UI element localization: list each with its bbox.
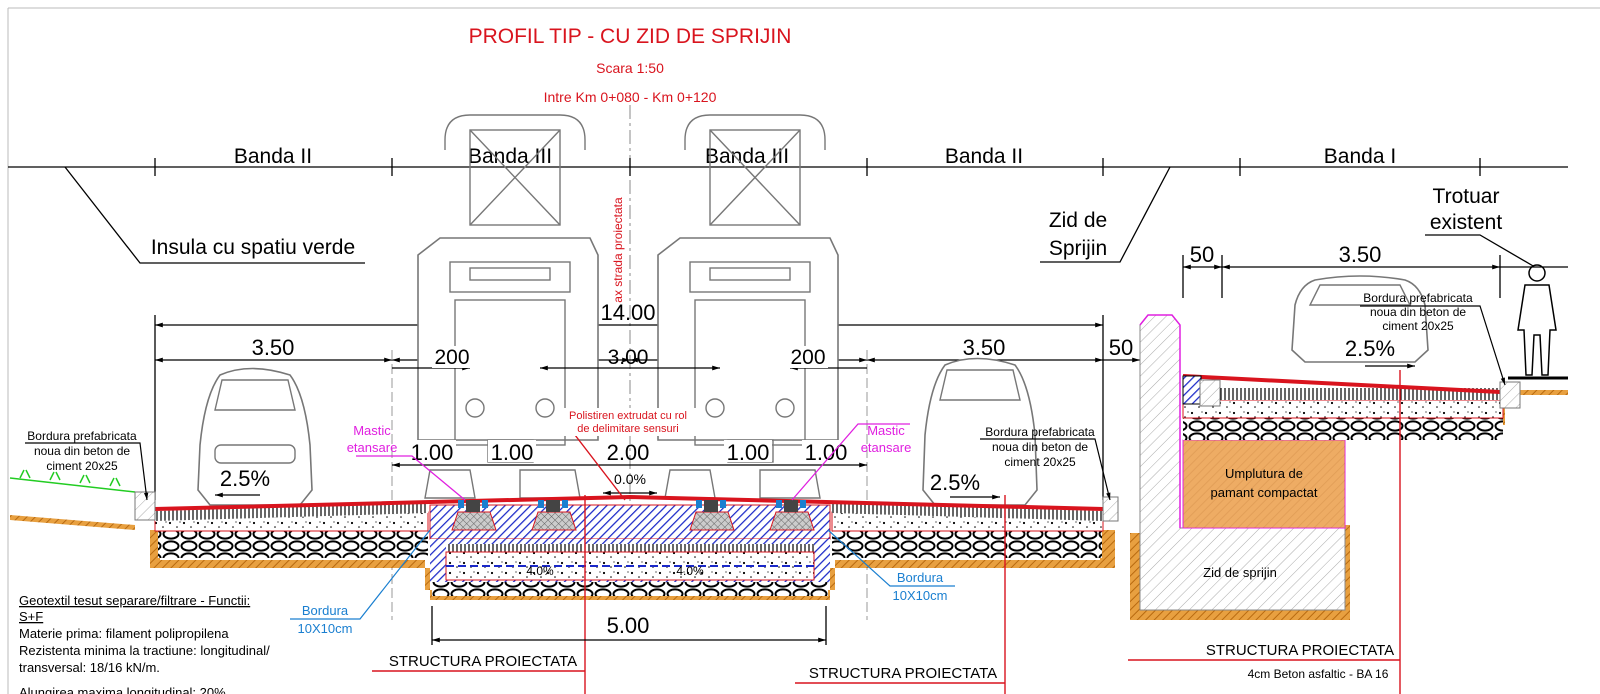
mastic-label: Mastic xyxy=(867,423,905,438)
geotextile-notes: Geotextil tesut separare/filtrare - Func… xyxy=(19,593,270,694)
rail-side-value: 1.00 xyxy=(491,440,534,465)
bordura-label: Bordura prefabricata xyxy=(1363,291,1473,305)
pedestrian-figure xyxy=(1508,264,1568,380)
structure-leaders xyxy=(372,370,1401,694)
retaining-wall-label: Zid de sprijin xyxy=(1203,565,1277,580)
bordura-label: noua din beton de xyxy=(992,440,1088,454)
sidewalk-label: existent xyxy=(1430,211,1503,234)
bordura-label: Bordura prefabricata xyxy=(985,425,1095,439)
fill-label: pamant compactat xyxy=(1211,485,1318,500)
bordura-label: ciment 20x25 xyxy=(1382,319,1454,333)
rail-side-value: 1.00 xyxy=(411,440,454,465)
car-right xyxy=(1291,275,1429,363)
geotextile-heading: Geotextil tesut separare/filtrare - Func… xyxy=(19,593,250,608)
track-gauge-value: 200 xyxy=(434,346,469,369)
small-curb-label: Bordura xyxy=(897,570,944,585)
tram-right xyxy=(657,114,839,499)
retaining-wall: Zid de sprijin xyxy=(1115,314,1350,620)
bordura-label: Bordura prefabricata xyxy=(27,429,137,443)
total-width-dimension: 14.00 xyxy=(154,300,1104,500)
mastic-callout-left: Mastic etansare xyxy=(347,423,466,501)
bordura-callout-right: Bordura prefabricata noua din beton de c… xyxy=(1360,291,1506,386)
pavement-structure-left xyxy=(134,491,1119,600)
polistiren-label: Polistiren extrudat cu rol xyxy=(569,410,687,422)
rail-center-value: 2.00 xyxy=(607,440,650,465)
small-curb-label: Bordura xyxy=(302,603,349,618)
sidewalk-lane-width: 3.50 xyxy=(1339,242,1382,267)
bordura-label: ciment 20x25 xyxy=(46,459,118,473)
offset-value: 50 xyxy=(1190,242,1214,267)
wall-label: Sprijin xyxy=(1049,237,1107,260)
base-width-dimension: 5.00 xyxy=(431,606,827,645)
tram-slope: 0.0% xyxy=(614,471,646,487)
lane-label: Banda II xyxy=(945,145,1023,168)
sidewalk-dimensions: 50 3.50 xyxy=(1182,242,1568,298)
geotextile-line: Materie prima: filament polipropilena xyxy=(19,626,229,641)
drawing-scale: Scara 1:50 xyxy=(596,60,664,76)
bordura-label: noua din beton de xyxy=(1370,305,1466,319)
polistiren-label-backdrop xyxy=(560,408,696,436)
lane-width-value: 3.50 xyxy=(963,335,1006,360)
mastic-callout-right: Mastic etansare xyxy=(791,423,912,501)
axis-label: ax strada proiectata xyxy=(611,197,625,303)
car-left xyxy=(197,367,313,506)
track-gauge-value: 200 xyxy=(790,346,825,369)
geotextile-heading: S+F xyxy=(19,609,43,624)
lane-label: Banda I xyxy=(1324,145,1396,168)
island-leader xyxy=(64,166,365,264)
base-width-value: 5.00 xyxy=(607,613,650,638)
sidewalk-lane-slope: 2.5% xyxy=(1345,336,1395,361)
structure-label: STRUCTURA PROIECTATA xyxy=(389,653,577,670)
road-slope-right: 2.5% xyxy=(930,470,980,495)
bordura-callout-left: Bordura prefabricata noua din beton de c… xyxy=(25,429,149,501)
geotextile-line: Rezistenta minima la tractiune: longitud… xyxy=(19,643,270,658)
mastic-label: etansare xyxy=(861,440,912,455)
rail-side-value: 1.00 xyxy=(727,440,770,465)
tram-track-bed: 4.0% 4.0% xyxy=(429,500,831,596)
lane-width-value: 3.50 xyxy=(252,335,295,360)
geotextile-line: transversal: 18/16 kN/m. xyxy=(19,660,160,675)
offset-value: 50 xyxy=(1109,335,1133,360)
polistiren-label: de delimitare sensuri xyxy=(577,423,679,435)
car-middle xyxy=(922,357,1038,506)
sidewalk-label: Trotuar xyxy=(1433,185,1500,208)
km-range: Intre Km 0+080 - Km 0+120 xyxy=(544,89,717,105)
base-slope-left: 4.0% xyxy=(526,564,554,578)
base-slope-right: 4.0% xyxy=(676,564,704,578)
bordura-label: noua din beton de xyxy=(34,444,130,458)
lane-dimension-row: Banda II Banda III Banda III Banda II Ba… xyxy=(8,145,1568,176)
small-curb-callout-left: Bordura 10X10cm xyxy=(290,529,431,636)
island-label: Insula cu spatiu verde xyxy=(151,236,355,259)
total-width-value: 14.00 xyxy=(600,300,655,325)
sidewalk-leader xyxy=(1425,234,1541,271)
geotextile-line: Alungirea maxima longitudinal: 20% xyxy=(19,685,226,694)
mastic-label: Mastic xyxy=(353,423,391,438)
structure-layer: 4cm Beton asfaltic - BA 16 xyxy=(1248,667,1389,681)
lane-label: Banda III xyxy=(705,145,789,168)
pavement-structure-right: Umplutura de pamant compactat xyxy=(1182,374,1568,529)
small-curb-callout-right: Bordura 10X10cm xyxy=(827,529,955,603)
track-center-value: 3.00 xyxy=(608,346,649,369)
structure-label: STRUCTURA PROIECTATA xyxy=(809,665,997,682)
structure-label: STRUCTURA PROIECTATA xyxy=(1206,642,1394,659)
tram-left xyxy=(417,114,599,499)
small-curb-label: 10X10cm xyxy=(893,588,948,603)
drawing-title: PROFIL TIP - CU ZID DE SPRIJIN xyxy=(469,25,792,48)
bordura-callout-middle: Bordura prefabricata noua din beton de c… xyxy=(980,425,1111,501)
wall-leader xyxy=(1040,166,1171,263)
road-slope-left: 2.5% xyxy=(220,466,270,491)
lane-label: Banda II xyxy=(234,145,312,168)
small-curb-label: 10X10cm xyxy=(298,621,353,636)
lane-label: Banda III xyxy=(468,145,552,168)
wall-label: Zid de xyxy=(1049,209,1107,232)
bordura-label: ciment 20x25 xyxy=(1004,455,1076,469)
mastic-label: etansare xyxy=(347,440,398,455)
green-verge xyxy=(9,469,136,530)
track-dimensions: 200 3.00 200 1.00 1.00 2.00 1.00 1.00 0.… xyxy=(391,346,867,496)
fill-label: Umplutura de xyxy=(1225,466,1303,481)
